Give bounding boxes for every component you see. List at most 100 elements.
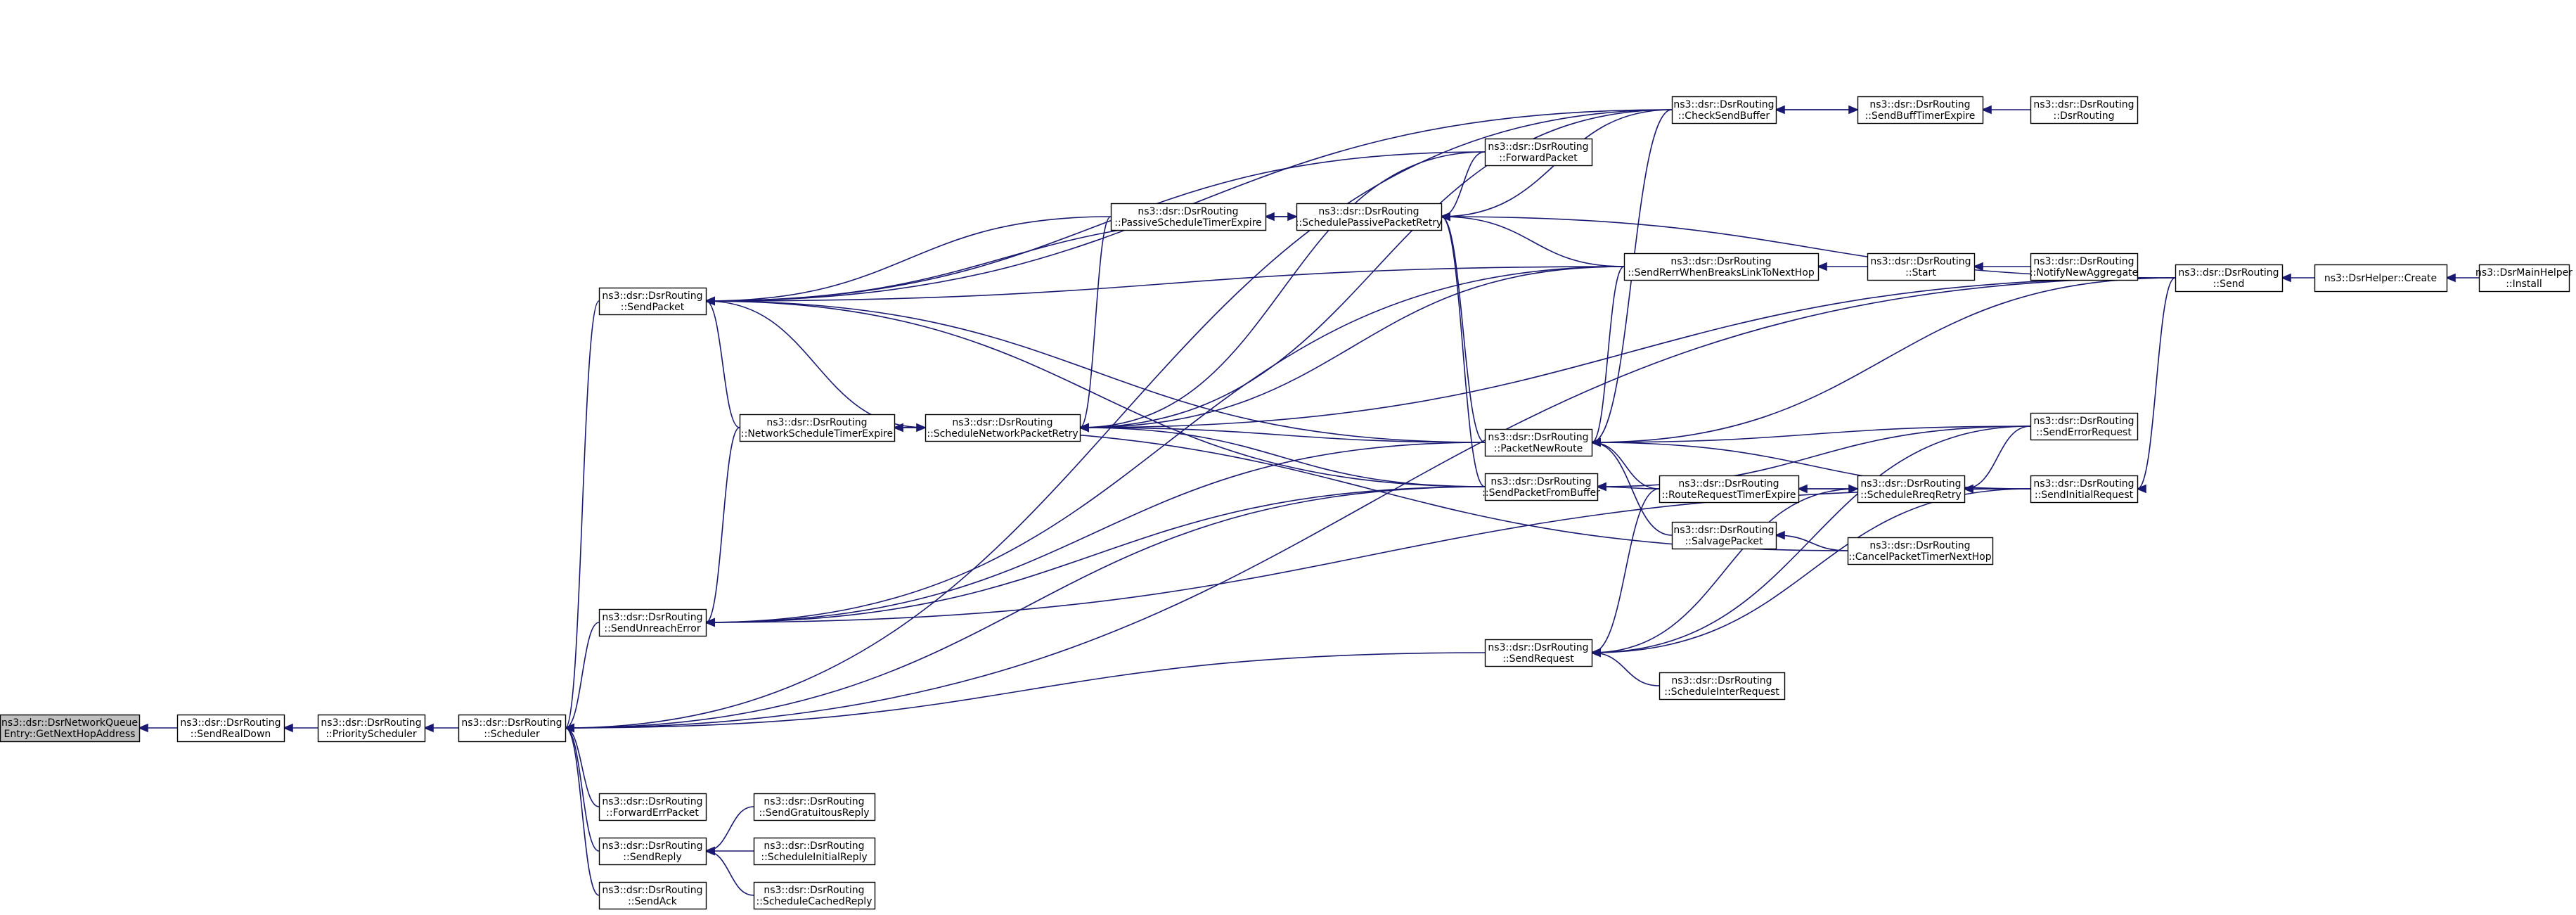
arrowhead bbox=[137, 723, 148, 733]
edge-line bbox=[2137, 277, 2176, 490]
node-label: ns3::dsr::DsrRouting bbox=[2033, 478, 2134, 490]
graph-node-n28[interactable]: ns3::dsr::DsrRouting::SendRequest bbox=[1484, 639, 1593, 667]
graph-node-n7[interactable]: ns3::dsr::DsrRouting::SendReply bbox=[598, 837, 707, 866]
node-box bbox=[753, 881, 876, 910]
edge-n22-to-n20 bbox=[1590, 437, 1660, 490]
graph-node-n16[interactable]: ns3::dsr::DsrRouting::DsrRouting bbox=[2030, 96, 2139, 124]
graph-node-n9[interactable]: ns3::dsr::DsrRouting::NetworkScheduleTim… bbox=[739, 414, 896, 442]
node-label: ns3::dsr::DsrRouting bbox=[321, 717, 421, 729]
node-label: ns3::dsr::DsrNetworkQueue bbox=[1, 717, 138, 729]
graph-node-n27[interactable]: ns3::dsr::DsrRouting::SendInitialRequest bbox=[2030, 475, 2139, 504]
edge-n35-to-n7 bbox=[704, 846, 754, 896]
graph-node-n20[interactable]: ns3::dsr::DsrRouting::PacketNewRoute bbox=[1484, 428, 1593, 457]
node-box bbox=[2314, 264, 2448, 293]
graph-node-n23[interactable]: ns3::dsr::DsrRouting::SalvagePacket bbox=[1671, 521, 1777, 550]
graph-node-n4[interactable]: ns3::dsr::DsrRouting::SendPacket bbox=[598, 287, 707, 316]
edge-line bbox=[1591, 425, 2031, 443]
node-box bbox=[598, 793, 707, 821]
graph-node-n3[interactable]: ns3::dsr::DsrRouting::Scheduler bbox=[458, 714, 567, 743]
arrowhead bbox=[1595, 482, 1606, 492]
graph-node-n32[interactable]: ns3::DsrMainHelper::Install bbox=[2475, 264, 2572, 293]
graph-node-n13[interactable]: ns3::dsr::DsrRouting::ForwardPacket bbox=[1484, 138, 1593, 167]
node-box bbox=[1296, 203, 1443, 231]
node-label: ns3::dsr::DsrRouting bbox=[1488, 432, 1588, 443]
graph-node-n14[interactable]: ns3::dsr::DsrRouting::CheckSendBuffer bbox=[1671, 96, 1777, 124]
edge-n30-to-n10 bbox=[1078, 277, 2176, 433]
arrowhead bbox=[1287, 212, 1299, 222]
arrowhead bbox=[1962, 484, 1973, 494]
graph-node-n17[interactable]: ns3::dsr::DsrRouting::SendRerrWhenBreaks… bbox=[1623, 252, 1820, 281]
graph-node-n35[interactable]: ns3::dsr::DsrRouting::ScheduleCachedRepl… bbox=[753, 881, 876, 910]
edge-n21-to-n10 bbox=[1078, 423, 1486, 487]
graph-node-n22[interactable]: ns3::dsr::DsrRouting::RouteRequestTimerE… bbox=[1659, 475, 1800, 504]
edge-line bbox=[1079, 427, 1486, 487]
node-label: ::ScheduleInterRequest bbox=[1664, 686, 1779, 698]
graph-node-n1[interactable]: ns3::dsr::DsrRouting::SendRealDown bbox=[176, 714, 285, 743]
edge-line bbox=[1079, 266, 1625, 428]
edge-n4-to-n3 bbox=[563, 300, 600, 733]
node-label: ns3::DsrMainHelper bbox=[2475, 267, 2572, 279]
graph-node-n6[interactable]: ns3::dsr::DsrRouting::ForwardErrPacket bbox=[598, 793, 707, 821]
edge-line bbox=[705, 300, 1486, 443]
edge-line bbox=[1441, 216, 1486, 487]
graph-node-n21[interactable]: ns3::dsr::DsrRouting::SendPacketFromBuff… bbox=[1482, 473, 1600, 501]
node-label: ::RouteRequestTimerExpire bbox=[1662, 490, 1796, 501]
graph-node-n26[interactable]: ns3::dsr::DsrRouting::SendErrorRequest bbox=[2030, 412, 2139, 441]
node-box bbox=[739, 414, 896, 442]
graph-node-n19[interactable]: ns3::dsr::DsrRouting::NotifyNewAggregate bbox=[2030, 252, 2139, 281]
edge-n14-to-n3 bbox=[563, 109, 1673, 733]
edge-line bbox=[565, 652, 1486, 729]
graph-node-n18[interactable]: ns3::dsr::DsrRouting::Start bbox=[1867, 252, 1976, 281]
node-label: ::Scheduler bbox=[484, 729, 540, 740]
node-layer: ns3::dsr::DsrNetworkQueueEntry::GetNextH… bbox=[0, 96, 2572, 910]
graph-node-n29[interactable]: ns3::dsr::DsrRouting::ScheduleInterReque… bbox=[1659, 672, 1786, 700]
node-label: ns3::dsr::DsrRouting bbox=[1678, 478, 1779, 490]
graph-node-n31[interactable]: ns3::DsrHelper::Create bbox=[2314, 264, 2448, 293]
arrowhead bbox=[1439, 212, 1450, 222]
edge-line bbox=[1591, 442, 1660, 490]
edge-line bbox=[1591, 488, 1858, 653]
arrowhead bbox=[1078, 423, 1089, 433]
graph-node-n15[interactable]: ns3::dsr::DsrRouting::SendBuffTimerExpir… bbox=[1857, 96, 1984, 124]
node-box bbox=[598, 608, 707, 637]
edge-n2-to-n1 bbox=[282, 723, 318, 733]
graph-node-n25[interactable]: ns3::dsr::DsrRouting::CancelPacketTimerN… bbox=[1847, 537, 1994, 565]
edge-line bbox=[565, 300, 600, 729]
graph-node-n10[interactable]: ns3::dsr::DsrRouting::ScheduleNetworkPac… bbox=[925, 414, 1081, 442]
node-label: ns3::dsr::DsrRouting bbox=[461, 717, 562, 729]
node-label: ::CancelPacketTimerNextHop bbox=[1848, 551, 1991, 563]
graph-node-n12[interactable]: ns3::dsr::DsrRouting::SchedulePassivePac… bbox=[1296, 203, 1443, 231]
edge-line bbox=[705, 427, 740, 623]
graph-node-n11[interactable]: ns3::dsr::DsrRouting::PassiveScheduleTim… bbox=[1110, 203, 1267, 231]
graph-node-n33[interactable]: ns3::dsr::DsrRouting::SendGratuitousRepl… bbox=[753, 793, 876, 821]
graph-node-n2[interactable]: ns3::dsr::DsrRouting::PriorityScheduler bbox=[317, 714, 426, 743]
arrowhead bbox=[2280, 273, 2291, 283]
graph-node-n8[interactable]: ns3::dsr::DsrRouting::SendAck bbox=[598, 881, 707, 910]
graph-node-n30[interactable]: ns3::dsr::DsrRouting::Send bbox=[2175, 264, 2284, 293]
edge-line bbox=[705, 442, 1486, 623]
edge-n26-to-n20 bbox=[1590, 425, 2031, 447]
edge-line bbox=[705, 151, 1486, 302]
node-label: ::Start bbox=[1905, 267, 1936, 279]
graph-node-n0[interactable]: ns3::dsr::DsrNetworkQueueEntry::GetNextH… bbox=[0, 714, 141, 743]
node-label: Entry::GetNextHopAddress bbox=[4, 729, 136, 740]
node-label: ::ForwardPacket bbox=[1499, 153, 1578, 164]
node-box bbox=[1671, 96, 1777, 124]
node-label: ns3::dsr::DsrRouting bbox=[952, 417, 1052, 428]
arrowhead bbox=[2445, 273, 2456, 283]
edge-line bbox=[1079, 277, 2176, 428]
node-box bbox=[2030, 96, 2139, 124]
node-label: ::PacketNewRoute bbox=[1494, 443, 1583, 454]
edge-n7-to-n3 bbox=[563, 723, 600, 852]
node-label: ::SendPacket bbox=[621, 302, 685, 313]
graph-node-n24[interactable]: ns3::dsr::DsrRouting::ScheduleRreqRetry bbox=[1857, 475, 1966, 504]
node-box bbox=[753, 793, 876, 821]
node-box bbox=[2175, 264, 2284, 293]
arrowhead bbox=[704, 618, 715, 627]
node-box bbox=[753, 837, 876, 866]
graph-node-n34[interactable]: ns3::dsr::DsrRouting::ScheduleInitialRep… bbox=[753, 837, 876, 866]
edge-n13-to-n12 bbox=[1439, 151, 1486, 222]
node-label: ::NetworkScheduleTimerExpire bbox=[741, 428, 893, 440]
graph-node-n5[interactable]: ns3::dsr::DsrRouting::SendUnreachError bbox=[598, 608, 707, 637]
edge-line bbox=[565, 727, 600, 896]
